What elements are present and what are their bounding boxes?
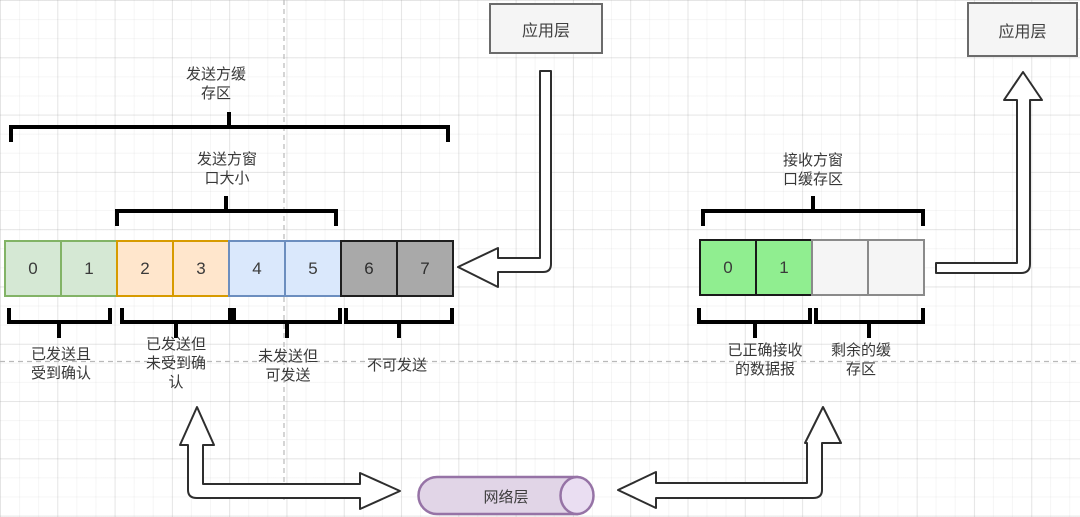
app-layer-box-left: 应用层 (489, 3, 603, 54)
flow-arrows (179, 70, 1043, 510)
segment-label-not-sendable: 不可发送 (366, 357, 428, 374)
receiver-buffer-label: 接收方窗 口缓存区 (782, 152, 844, 188)
segment-brace-ready (232, 308, 342, 338)
receiver-cell-2 (811, 239, 869, 296)
receiver-buffer-cells: 0 1 (699, 239, 925, 296)
sender-buffer-cells: 0 1 2 3 4 5 6 7 (4, 240, 454, 297)
receiver-cell-1: 1 (755, 239, 813, 296)
app-layer-right-label: 应用层 (998, 23, 1047, 41)
sender-cell-0: 0 (4, 240, 62, 297)
braces (7, 112, 925, 338)
sender-cell-4: 4 (228, 240, 286, 297)
segment-label-received: 已正确接收 的数据报 (727, 342, 803, 378)
segment-label-sent-unacked: 已发送但 未受到确 认 (145, 336, 207, 391)
network-layer-label: 网络层 (483, 489, 529, 506)
receiver-cell-1-value: 1 (779, 257, 789, 277)
sender-cell-6-value: 6 (364, 258, 374, 278)
segment-label-remaining: 剩余的缓 存区 (830, 342, 892, 378)
arrow-app-to-sender (457, 70, 552, 288)
receiver-cell-0-value: 0 (723, 257, 733, 277)
sender-cell-5-value: 5 (308, 258, 318, 278)
sender-cell-3: 3 (172, 240, 230, 297)
sender-window-brace (115, 196, 338, 226)
sender-cell-2-value: 2 (140, 258, 150, 278)
cylinder-cap (559, 475, 595, 516)
sender-cell-5: 5 (284, 240, 342, 297)
sender-cell-1-value: 1 (84, 258, 94, 278)
sender-cell-3-value: 3 (196, 258, 206, 278)
sender-cell-7-value: 7 (420, 258, 430, 278)
arrow-network-to-receiver (617, 406, 842, 509)
sender-cell-2: 2 (116, 240, 174, 297)
sender-buffer-label: 发送方缓 存区 (185, 66, 247, 102)
arrow-receiver-to-app (935, 71, 1043, 274)
cylinder-body (417, 475, 579, 516)
receiver-buffer-brace (701, 196, 925, 226)
segment-brace-not-sendable (344, 308, 454, 338)
sender-cell-1: 1 (60, 240, 118, 297)
receiver-cell-3 (867, 239, 925, 296)
arrow-sender-to-network (179, 406, 401, 510)
sender-cell-7: 7 (396, 240, 454, 297)
sender-cell-0-value: 0 (28, 258, 38, 278)
segment-brace-sent-unacked (120, 308, 232, 338)
sender-buffer-brace (9, 112, 450, 142)
sender-cell-6: 6 (340, 240, 398, 297)
app-layer-box-right: 应用层 (967, 2, 1078, 57)
segment-label-ready: 未发送但 可发送 (257, 348, 319, 384)
network-layer-cylinder (417, 475, 595, 516)
segment-brace-sent-acked (7, 308, 112, 338)
segment-brace-remaining (814, 308, 925, 338)
segment-brace-received (697, 308, 812, 338)
receiver-cell-0: 0 (699, 239, 757, 296)
sender-window-label: 发送方窗 口大小 (196, 151, 258, 187)
app-layer-left-label: 应用层 (521, 22, 570, 40)
segment-label-sent-acked: 已发送且 受到确认 (30, 346, 92, 382)
sender-cell-4-value: 4 (252, 258, 262, 278)
